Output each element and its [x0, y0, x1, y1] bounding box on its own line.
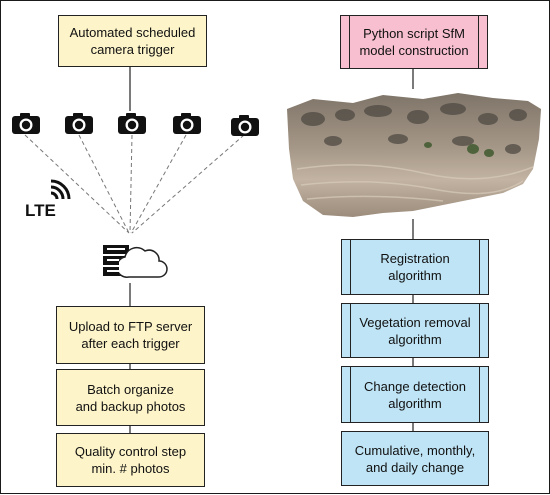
upload-box: Upload to FTP server after each trigger [56, 306, 205, 364]
vegetation-box: Vegetation removal algorithm [341, 303, 489, 358]
camera-icon [12, 113, 40, 134]
batch-box-line-1: Batch organize [87, 381, 174, 397]
qc-box: Quality control step min. # photos [56, 433, 205, 487]
change-box: Change detection algorithm [341, 366, 489, 423]
camera-icon [65, 113, 93, 134]
qc-box-line-2: min. # photos [91, 461, 170, 476]
signal-icon: LTE [25, 179, 71, 219]
wireless-dashed-lines [24, 134, 245, 234]
vegetation-box-line-2: algorithm [388, 331, 442, 347]
camera-icon [118, 113, 146, 134]
change-box-line-2: algorithm [388, 395, 442, 411]
lte-label: LTE [25, 201, 56, 219]
registration-box: Registration algorithm [341, 239, 489, 295]
registration-box-line-2: algorithm [388, 268, 442, 283]
point-cloud-model [287, 93, 541, 217]
python-box: Python script SfM model construction [340, 15, 488, 69]
cumulative-box-line-2: and daily change [365, 459, 465, 475]
vegetation-box-line-1: Vegetation removal [359, 314, 471, 330]
trigger-box-line-2: camera trigger [90, 42, 175, 57]
cumulative-box-line-1: Cumulative, monthly, [354, 442, 476, 458]
batch-box-line-2: and backup photos [75, 398, 186, 414]
registration-box-line-1: Registration [380, 251, 450, 266]
cloud-icon [119, 246, 168, 278]
change-box-line-1: Change detection [364, 378, 466, 394]
server-icon [103, 245, 129, 276]
camera-icon [231, 115, 259, 136]
trigger-box: Automated scheduled camera trigger [58, 15, 207, 67]
python-box-line-2: model construction [359, 43, 469, 58]
python-box-line-1: Python script SfM [363, 26, 465, 41]
upload-box-line-1: Upload to FTP server [68, 319, 193, 334]
camera-icon [173, 113, 201, 134]
batch-box: Batch organize and backup photos [56, 369, 205, 426]
qc-box-line-1: Quality control step [74, 444, 187, 459]
cumulative-box: Cumulative, monthly, and daily change [341, 431, 489, 486]
upload-box-line-2: after each trigger [81, 336, 180, 351]
trigger-box-line-1: Automated scheduled [69, 25, 196, 40]
